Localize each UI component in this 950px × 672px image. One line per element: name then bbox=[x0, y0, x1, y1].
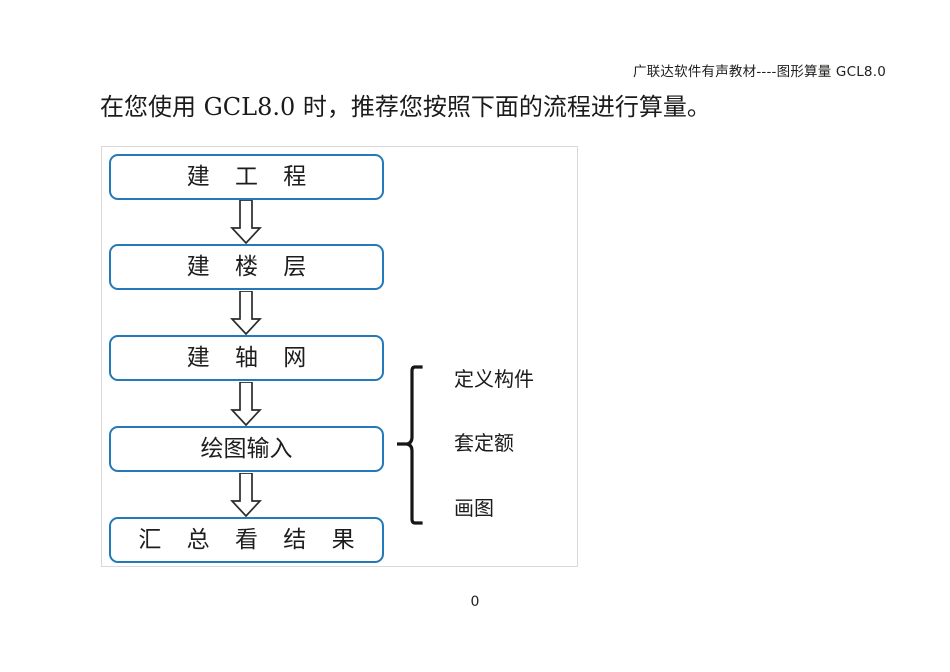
page-heading: 在您使用 GCL8.0 时，推荐您按照下面的流程进行算量。 bbox=[100, 93, 711, 121]
flow-step-label: 建 工 程 bbox=[186, 164, 316, 190]
flow-step-build-floors[interactable]: 建 楼 层 bbox=[109, 244, 384, 290]
flow-step-build-axis-grid[interactable]: 建 轴 网 bbox=[109, 335, 384, 381]
flow-step-label: 建 楼 层 bbox=[186, 254, 316, 280]
arrow-down-icon bbox=[230, 382, 262, 426]
flow-step-label: 建 轴 网 bbox=[186, 345, 316, 371]
brace-label-apply-quota: 套定额 bbox=[454, 431, 514, 455]
grouping-brace-icon bbox=[397, 365, 423, 525]
flow-step-label: 汇 总 看 结 果 bbox=[138, 527, 364, 553]
flow-step-build-project[interactable]: 建 工 程 bbox=[109, 154, 384, 200]
flow-step-summary-results[interactable]: 汇 总 看 结 果 bbox=[109, 517, 384, 563]
flow-step-label: 绘图输入 bbox=[200, 436, 293, 462]
arrow-down-icon bbox=[230, 473, 262, 517]
arrow-down-icon bbox=[230, 200, 262, 244]
brace-label-define-component: 定义构件 bbox=[454, 367, 534, 391]
arrow-down-icon bbox=[230, 291, 262, 335]
flowchart-frame: 建 工 程 建 楼 层 建 轴 网 绘图输入 汇 总 看 结 果 bbox=[101, 146, 578, 567]
page-number: 0 bbox=[470, 594, 480, 610]
flow-step-draw-input[interactable]: 绘图输入 bbox=[109, 426, 384, 472]
running-header: 广联达软件有声教材----图形算量 GCL8.0 bbox=[633, 64, 886, 80]
brace-label-draw: 画图 bbox=[454, 496, 494, 520]
